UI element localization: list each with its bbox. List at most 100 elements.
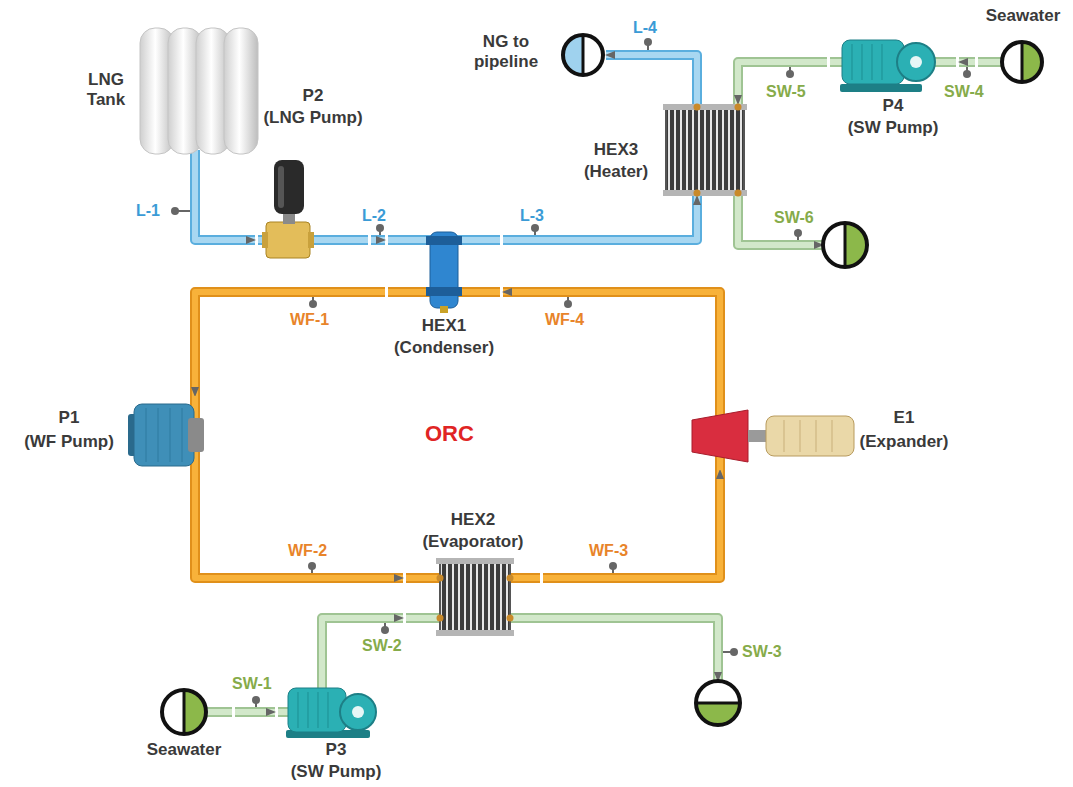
pipe-core	[195, 292, 385, 396]
stream-label: WF-2	[288, 541, 327, 560]
wf-pump-drawing	[128, 404, 204, 466]
pipe-wall	[959, 57, 975, 67]
pipe-connector	[322, 618, 403, 660]
seawater-pump: P3(SW Pump)	[275, 660, 397, 786]
pipe-core	[235, 709, 275, 715]
wf-pump: P1 (WF Pump)	[5, 396, 208, 474]
pipe-segment	[206, 712, 232, 713]
pipe-wall	[738, 62, 827, 104]
pipe-wall	[606, 55, 697, 104]
stream-label: SW-5	[766, 82, 806, 101]
pipe-core	[606, 55, 697, 104]
pipe-wall	[388, 235, 500, 245]
seawater-inlet-symbol	[162, 690, 206, 734]
component-label: (SW Pump)	[278, 762, 394, 782]
pipe-segment	[978, 62, 1002, 63]
component-label: P1	[8, 408, 130, 428]
condenser: HEX1(Condenser)	[385, 230, 503, 364]
lng-pump-drawing	[262, 160, 314, 258]
seawater-inlet: Seawater	[975, 4, 1071, 88]
component-label: (WF Pump)	[8, 432, 130, 452]
stream-pin	[786, 67, 794, 78]
component-label: E1	[858, 408, 950, 428]
pipe-connector	[371, 240, 385, 241]
component-label: LNG Tank	[78, 70, 134, 110]
pipe-wall	[195, 474, 403, 578]
pipe-wall	[388, 287, 500, 297]
pipe-core	[319, 660, 325, 690]
pipe-connector	[543, 470, 720, 578]
pipe-connector	[195, 474, 403, 578]
pipe-connector	[235, 712, 275, 713]
pipe-wall	[317, 660, 327, 690]
expander: E1 (Expander)	[686, 400, 954, 470]
seawater-inlet: Seawater	[133, 686, 235, 766]
pipe-connector	[738, 62, 827, 104]
component-label: Seawater	[136, 740, 232, 760]
component-label: HEX1	[388, 316, 500, 336]
stream-label: SW-2	[362, 636, 402, 655]
component-label: NG to pipeline	[466, 32, 546, 72]
lng-tank-drawing	[140, 28, 258, 154]
pipe-connector	[195, 160, 255, 240]
component-label: Seawater	[978, 6, 1068, 26]
pipe-core	[959, 59, 975, 65]
pipe-core	[195, 474, 403, 578]
stream-label: SW-3	[742, 642, 782, 662]
stream-label: WF-3	[589, 541, 628, 560]
stream-pin	[171, 207, 190, 215]
seawater-pump-drawing	[840, 40, 935, 92]
pipe-segment	[738, 104, 823, 245]
pipeline-outlet-symbol	[563, 35, 603, 75]
stream-pin	[723, 648, 738, 656]
stream-pin	[308, 562, 316, 573]
pipe-core	[322, 618, 403, 660]
pipe-core	[503, 196, 697, 240]
seawater-pump: P4(SW Pump)	[827, 32, 959, 144]
component-label: (Condenser)	[388, 338, 500, 358]
heater-drawing	[663, 104, 747, 197]
pipe-core	[543, 470, 720, 578]
pipe-core	[195, 160, 255, 240]
stream-label: L-4	[633, 18, 657, 37]
seawater-inlet-symbol	[1002, 42, 1042, 82]
pipeline-outlet: NG to pipeline	[463, 28, 606, 84]
evaporator-drawing	[436, 558, 514, 636]
seawater-pump-drawing	[286, 688, 376, 738]
stream-label: SW-6	[774, 208, 814, 228]
stream-pin	[564, 297, 572, 308]
stream-label: L-2	[362, 206, 386, 225]
pipe-wall	[543, 470, 720, 578]
component-label: P3	[278, 740, 394, 760]
pipe-connector	[503, 292, 720, 400]
condenser-drawing	[426, 232, 462, 313]
component-label: (LNG Pump)	[258, 108, 368, 128]
heater: HEX3(Heater)	[567, 104, 746, 196]
stream-label: SW-1	[232, 674, 272, 693]
pipe-wall	[322, 618, 403, 660]
stream-pin	[531, 224, 539, 235]
stream-label: L-3	[520, 206, 544, 225]
pipe-core	[738, 62, 827, 104]
stream-pin	[381, 623, 389, 634]
cycle-label: ORC	[425, 421, 474, 447]
pipe-connector	[959, 62, 975, 63]
pipe-core	[371, 237, 385, 243]
expander-drawing	[692, 410, 854, 462]
pipe-wall	[503, 292, 720, 400]
component-label: (Evaporator)	[406, 532, 540, 552]
component-label: (Expander)	[858, 432, 950, 452]
pipe-segment	[322, 660, 323, 690]
component-label: P2	[258, 86, 368, 106]
stream-pin	[309, 297, 317, 308]
pipe-wall	[738, 104, 823, 245]
pipe-core	[206, 709, 232, 715]
stream-pin	[376, 224, 384, 235]
stream-label: SW-4	[944, 82, 984, 101]
pipe-wall	[206, 707, 232, 717]
stream-label: WF-4	[545, 310, 584, 329]
component-label: HEX2	[406, 510, 540, 530]
stream-pin	[963, 67, 971, 78]
pipe-core	[503, 292, 720, 400]
pipe-connector	[503, 196, 697, 240]
